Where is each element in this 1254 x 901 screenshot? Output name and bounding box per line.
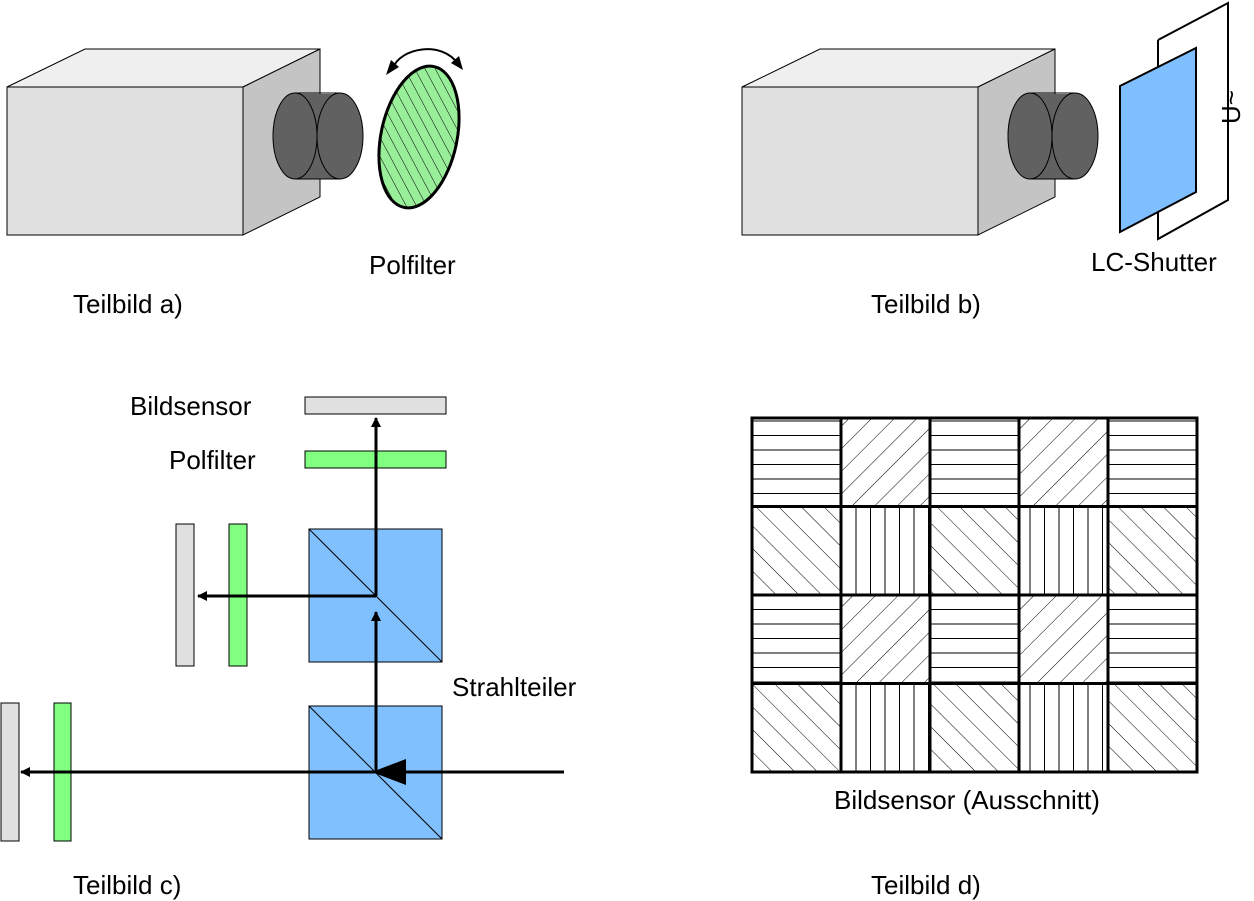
mosaic-cell-vertical [1017, 505, 1110, 597]
light-beams [20, 417, 564, 785]
camera-front-face [6, 86, 244, 236]
camera-body [6, 48, 321, 236]
panel-d: Bildsensor (Ausschnitt) Teilbild d) [750, 416, 1199, 900]
mosaic-cell-horizontal [750, 593, 843, 685]
bildsensor-ausschnitt-label: Bildsensor (Ausschnitt) [834, 785, 1100, 815]
lc-shutter [1119, 46, 1197, 234]
mosaic-cell-horizontal [1106, 593, 1199, 685]
mosaic-cell-horizontal [1106, 416, 1199, 508]
mosaic-cell-vertical [1017, 682, 1110, 774]
panel-a: Polfilter Teilbild a) [6, 48, 463, 319]
mosaic-cell-diagonal-down [1017, 593, 1110, 685]
polarizer-mosaic-grid [750, 416, 1199, 774]
polfilter-label: Polfilter [369, 250, 456, 280]
strahlteiler-label: Strahlteiler [452, 672, 577, 702]
mosaic-cell-diagonal-down [1017, 416, 1110, 508]
camera-front-face [741, 86, 979, 236]
mosaic-cell-horizontal [928, 416, 1021, 508]
panel-c: Bildsensor Polfilter Strahlteiler Teilbi… [0, 391, 577, 900]
voltage-label: U~ [1216, 90, 1246, 124]
mosaic-cell-horizontal [750, 416, 843, 508]
mosaic-cell-diagonal-up [750, 505, 843, 597]
polfilter-disc [377, 64, 461, 210]
camera-lens [1007, 92, 1099, 180]
mosaic-cell-diagonal-down [839, 593, 932, 685]
mosaic-cell-diagonal-up [1106, 505, 1199, 597]
mosaic-cell-diagonal-down [839, 416, 932, 508]
panel-b: U~ LC-Shutter Teilbild b) [741, 1, 1246, 319]
mosaic-cell-diagonal-up [928, 505, 1021, 597]
mosaic-cell-horizontal [928, 593, 1021, 685]
camera-lens [272, 92, 364, 180]
caption-b: Teilbild b) [871, 289, 981, 319]
rotation-arrow-icon [386, 48, 463, 75]
caption-c: Teilbild c) [73, 870, 181, 900]
image-sensor-middle [175, 523, 195, 667]
polfilter-label-c: Polfilter [169, 445, 256, 475]
mosaic-cell-vertical [839, 505, 932, 597]
mosaic-cell-vertical [839, 682, 932, 774]
mosaic-cell-diagonal-up [750, 682, 843, 774]
image-sensor-top [304, 396, 447, 415]
mosaic-cell-diagonal-up [928, 682, 1021, 774]
mosaic-cell-diagonal-up [1106, 682, 1199, 774]
bildsensor-label: Bildsensor [130, 391, 252, 421]
lc-shutter-label: LC-Shutter [1091, 247, 1217, 277]
caption-a: Teilbild a) [73, 289, 183, 319]
image-sensor-bottom [0, 702, 20, 842]
caption-d: Teilbild d) [871, 870, 981, 900]
